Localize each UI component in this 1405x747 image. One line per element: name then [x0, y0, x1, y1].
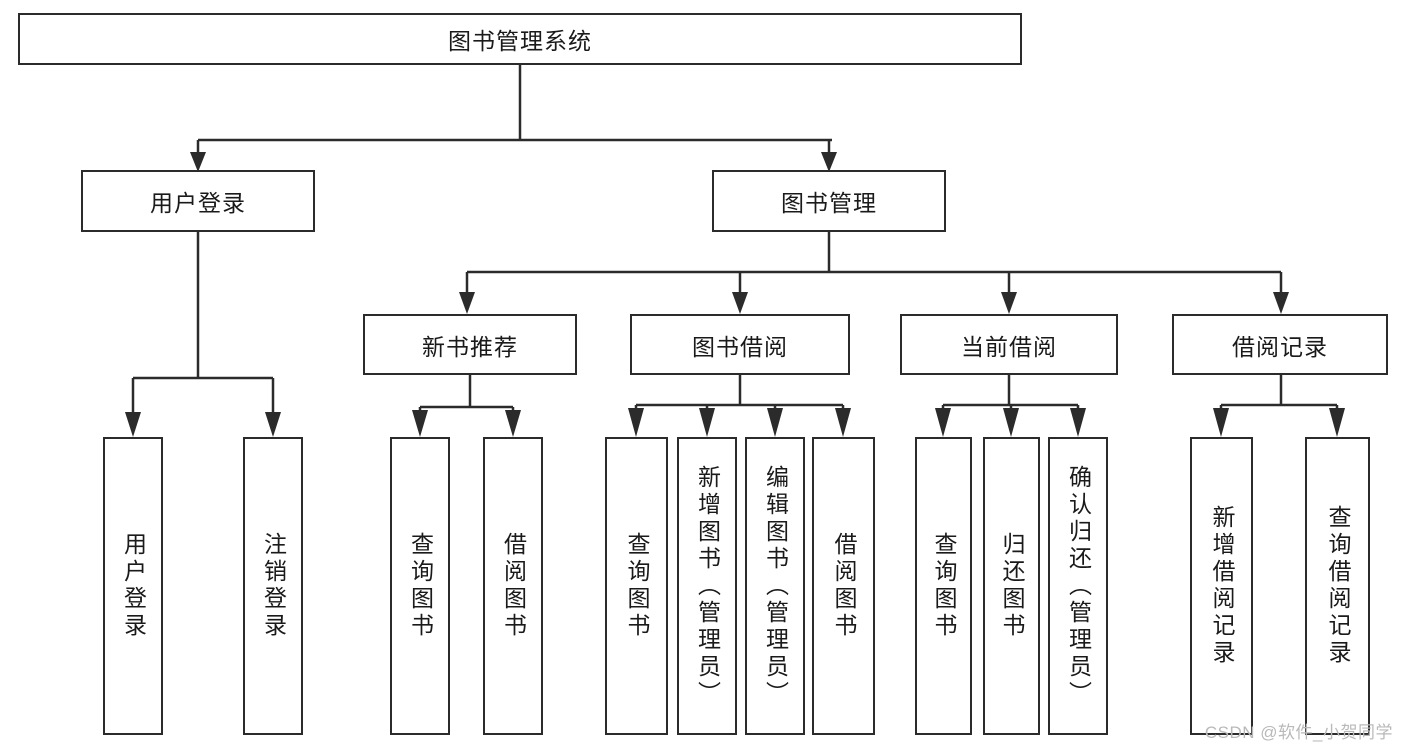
node-current-borrow[interactable]: 当前借阅 — [900, 314, 1118, 375]
leaf-label: 确认归还（管理员） — [1065, 464, 1092, 708]
leaf-label: 用户登录 — [120, 532, 147, 640]
node-new-book-recommend-label: 新书推荐 — [422, 333, 518, 360]
node-user-login[interactable]: 用户登录 — [81, 170, 315, 232]
leaf-label: 新增借阅记录 — [1209, 505, 1235, 667]
node-book-management[interactable]: 图书管理 — [712, 170, 946, 232]
leaf-node[interactable]: 归还图书 — [983, 437, 1040, 735]
leaf-label: 编辑图书（管理员） — [762, 464, 789, 708]
leaf-label: 新增图书（管理员） — [694, 464, 721, 708]
leaf-node[interactable]: 查询图书 — [390, 437, 450, 735]
leaf-node[interactable]: 确认归还（管理员） — [1048, 437, 1108, 735]
watermark: CSDN @软件_小贺同学 — [1204, 723, 1393, 742]
leaf-label: 查询图书 — [407, 532, 434, 640]
node-book-borrow[interactable]: 图书借阅 — [630, 314, 850, 375]
leaf-node[interactable]: 借阅图书 — [812, 437, 875, 735]
leaf-node[interactable]: 借阅图书 — [483, 437, 543, 735]
node-new-book-recommend[interactable]: 新书推荐 — [363, 314, 577, 375]
leaf-label: 查询借阅记录 — [1325, 505, 1351, 667]
node-borrow-record[interactable]: 借阅记录 — [1172, 314, 1388, 375]
node-root[interactable]: 图书管理系统 — [18, 13, 1022, 65]
leaf-node[interactable]: 编辑图书（管理员） — [745, 437, 805, 735]
node-borrow-record-label: 借阅记录 — [1232, 333, 1328, 360]
leaf-node[interactable]: 用户登录 — [103, 437, 163, 735]
leaf-node[interactable]: 注销登录 — [243, 437, 303, 735]
leaf-node[interactable]: 查询图书 — [605, 437, 668, 735]
leaf-label: 借阅图书 — [500, 532, 527, 640]
leaf-label: 借阅图书 — [831, 532, 857, 640]
node-root-label: 图书管理系统 — [448, 28, 592, 54]
leaf-label: 注销登录 — [260, 532, 287, 640]
node-book-borrow-label: 图书借阅 — [692, 333, 788, 360]
node-book-management-label: 图书管理 — [781, 190, 877, 216]
leaf-label: 查询图书 — [624, 532, 650, 640]
node-user-login-label: 用户登录 — [150, 190, 246, 216]
leaf-node[interactable]: 新增图书（管理员） — [677, 437, 737, 735]
leaf-label: 归还图书 — [999, 532, 1025, 640]
leaf-node[interactable]: 新增借阅记录 — [1190, 437, 1253, 735]
leaf-label: 查询图书 — [931, 532, 957, 640]
leaf-node[interactable]: 查询借阅记录 — [1305, 437, 1370, 735]
node-current-borrow-label: 当前借阅 — [961, 333, 1057, 360]
leaf-node[interactable]: 查询图书 — [915, 437, 972, 735]
